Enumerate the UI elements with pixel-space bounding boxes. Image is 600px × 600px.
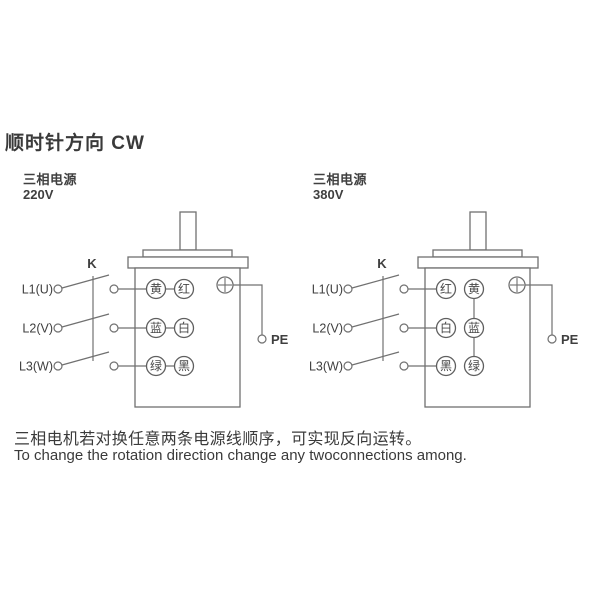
terminal-char: 蓝: [468, 321, 480, 335]
terminal-r3c2: [173, 355, 195, 377]
phase-label-l1: L1(U): [22, 283, 53, 297]
phase-label-l2: L2(V): [22, 322, 53, 336]
terminal-char: 黑: [178, 359, 190, 373]
contact-in-2: [53, 323, 63, 333]
ground-380v: PE: [508, 276, 579, 347]
switch-blade-3: [351, 351, 400, 366]
pe-label: PE: [271, 332, 289, 347]
ground-220v: PE: [216, 276, 289, 347]
contact-in-3: [53, 361, 63, 371]
terminal-char: 黄: [468, 282, 480, 296]
terminal-char: 黄: [150, 282, 162, 296]
terminal-r1c1: [435, 278, 457, 300]
contact-out-2: [109, 323, 119, 333]
contact-in-3: [343, 361, 353, 371]
contact-out-3: [399, 361, 409, 371]
motor-380v: [417, 211, 539, 408]
motor-shaft: [469, 211, 487, 251]
phase-label-l1: L1(U): [312, 283, 343, 297]
wiring-diagram-220v: K L1(U) L2(V) L3(W) 黄 红 蓝 白 绿 黑: [19, 211, 289, 408]
contact-in-1: [343, 284, 353, 294]
terminal-r2c2: [463, 317, 485, 339]
contact-out-1: [399, 284, 409, 294]
motor-cap: [417, 256, 539, 269]
terminal-r1c2: [463, 278, 485, 300]
source-label-220v: 三相电源: [23, 172, 78, 187]
terminal-r3c1: [435, 355, 457, 377]
motor-flange: [142, 249, 233, 258]
phase-label-l3: L3(W): [19, 360, 53, 374]
motor-cap: [127, 256, 249, 269]
contact-out-3: [109, 361, 119, 371]
terminal-char: 绿: [468, 358, 480, 373]
contact-out-2: [399, 323, 409, 333]
pe-wire: [233, 284, 263, 335]
pe-terminal: [547, 334, 557, 344]
voltage-label-220v: 220V: [23, 187, 54, 202]
note-chinese: 三相电机若对换任意两条电源线顺序，可实现反向运转。: [14, 431, 422, 448]
terminal-r1c1: [145, 278, 167, 300]
contact-in-2: [343, 323, 353, 333]
terminal-r1c2: [173, 278, 195, 300]
terminal-char: 白: [440, 320, 452, 335]
switch-label: K: [377, 256, 387, 271]
source-label-380v: 三相电源: [313, 172, 368, 187]
page-title: 顺时针方向 CW: [5, 133, 145, 154]
terminal-r2c1: [435, 317, 457, 339]
terminals-380v: [435, 278, 485, 377]
switch-blade-1: [61, 274, 110, 289]
terminal-r2c1: [145, 317, 167, 339]
terminal-char: 白: [178, 320, 190, 335]
motor-220v: [127, 211, 249, 408]
terminals-220v: [145, 278, 195, 377]
motor-shaft: [179, 211, 197, 251]
motor-flange: [432, 249, 523, 258]
contact-out-1: [109, 284, 119, 294]
terminal-r3c1: [145, 355, 167, 377]
terminal-char: 红: [178, 281, 190, 296]
note-english: To change the rotation direction change …: [14, 447, 467, 464]
switch-k-220v: K: [53, 256, 119, 371]
terminal-char: 绿: [150, 358, 162, 373]
pe-terminal: [257, 334, 267, 344]
pe-label: PE: [561, 332, 579, 347]
terminal-r3c2: [463, 355, 485, 377]
phase-label-l3: L3(W): [309, 360, 343, 374]
terminal-r2c2: [173, 317, 195, 339]
switch-blade-2: [351, 313, 400, 328]
switch-blade-3: [61, 351, 110, 366]
terminal-char: 蓝: [150, 321, 162, 335]
terminal-char: 黑: [440, 359, 452, 373]
contact-in-1: [53, 284, 63, 294]
switch-blade-1: [351, 274, 400, 289]
voltage-label-380v: 380V: [313, 187, 344, 202]
switch-blade-2: [61, 313, 110, 328]
terminal-char: 红: [440, 281, 452, 296]
switch-label: K: [87, 256, 97, 271]
switch-k-380v: K: [343, 256, 409, 371]
pe-wire: [525, 284, 553, 335]
wiring-diagram-380v: K L1(U) L2(V) L3(W) 红 黄 白 蓝 黑 绿: [309, 211, 579, 408]
phase-label-l2: L2(V): [312, 322, 343, 336]
